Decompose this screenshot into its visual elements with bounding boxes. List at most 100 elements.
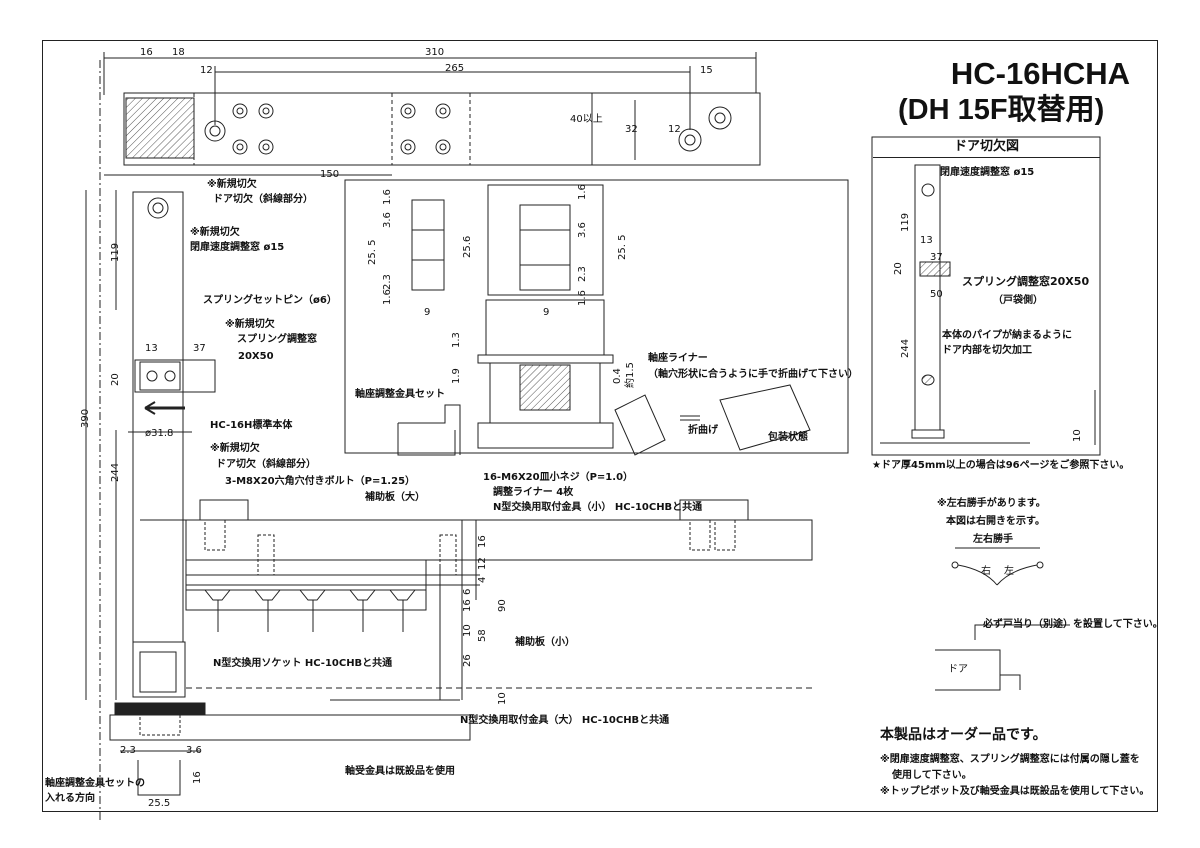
detail-liner: 軸座ライナー <box>648 353 708 364</box>
bottom-note-2: ※トップピボット及び軸受金具は既設品を使用して下さい。 <box>880 786 1150 797</box>
dim-265: 265 <box>445 63 465 74</box>
label-socket: N型交換用ソケット HC-10CHBと共通 <box>213 658 393 669</box>
detail-d15: 約1.5 <box>625 362 636 388</box>
detail-d255b: 25. 5 <box>617 234 628 260</box>
label-fit-small: N型交換用取付金具（小） HC-10CHBと共通 <box>493 502 703 513</box>
label-new-cut-1: ※新規切欠 <box>207 179 257 190</box>
dim-12b: 12 <box>668 124 681 135</box>
dim-12a: 12 <box>200 65 213 76</box>
detail-d23b: 2.3 <box>577 266 588 282</box>
dc-50: 50 <box>930 289 943 300</box>
label-plate-big: 補助板（大） <box>365 492 425 503</box>
model-subtitle: (DH 15F取替用) <box>898 94 1105 126</box>
socket <box>132 641 186 698</box>
dc-pipe-1: 本体のパイプが納まるように <box>942 330 1072 341</box>
dc-pipe-2: ドア内部を切欠加工 <box>942 345 1032 356</box>
dim-18: 18 <box>172 47 185 58</box>
stop-note: 必ず戸当り（別途）を設置して下さい。 <box>983 619 1163 630</box>
dim-244: 244 <box>110 462 121 482</box>
dim-390: 390 <box>80 408 91 428</box>
label-new-cut-4: ※新規切欠 <box>210 443 260 454</box>
dim-v10b: 10 <box>497 692 508 705</box>
hand-right: 右 <box>981 566 991 577</box>
detail-d23: 2.3 <box>382 274 393 290</box>
detail-d16a: 1.6 <box>382 189 393 205</box>
dim-36: 3.6 <box>186 745 202 756</box>
bottom-note-1b: 使用して下さい。 <box>892 770 972 781</box>
detail-d16c: 1.6 <box>577 184 588 200</box>
dim-v16: 16 <box>477 535 488 548</box>
label-direction-2: 入れる方向 <box>45 793 95 804</box>
dim-v4: 4 <box>477 576 488 583</box>
drawing-frame <box>42 40 1158 812</box>
door-cut-hatch <box>125 97 195 159</box>
fitting-big <box>109 714 471 741</box>
dc-speed-window: 閉扉速度調整窓 ø15 <box>940 167 1035 178</box>
detail-d13: 1.3 <box>451 332 462 348</box>
dc-119: 119 <box>900 212 911 232</box>
detail-box <box>344 179 849 454</box>
dim-v90: 90 <box>497 599 508 612</box>
label-direction-1: 軸座調整金具セットの <box>45 778 145 789</box>
dc-spring-window: スプリング調整窓20X50 <box>962 275 1090 288</box>
label-speed-window: 閉扉速度調整窓 ø15 <box>190 242 285 253</box>
label-spring-size: 20X50 <box>238 351 274 362</box>
dim-v12: 12 <box>477 557 488 570</box>
detail-d36: 3.6 <box>382 212 393 228</box>
dim-150: 150 <box>320 169 340 180</box>
detail-d36b: 3.6 <box>577 222 588 238</box>
hand-label: 左右勝手 <box>973 534 1013 545</box>
order-note: 本製品はオーダー品です。 <box>880 727 1047 743</box>
detail-packed: 包装状態 <box>768 432 808 443</box>
dim-40: 40以上 <box>570 114 603 125</box>
dc-244: 244 <box>900 338 911 358</box>
dim-20: 20 <box>110 373 121 386</box>
label-bearing: 軸受金具は既設品を使用 <box>345 766 455 777</box>
label-liner: 調整ライナー 4枚 <box>493 487 574 498</box>
dim-15: 15 <box>700 65 713 76</box>
detail-d04: 0.4 <box>612 368 623 384</box>
detail-d255: 25. 5 <box>367 239 378 265</box>
label-body: HC-16H標準本体 <box>210 420 293 431</box>
label-fit-big: N型交換用取付金具（大） HC-10CHBと共通 <box>460 715 670 726</box>
dc-10: 10 <box>1072 429 1083 442</box>
detail-d19: 1.9 <box>451 368 462 384</box>
dim-v10: 10 <box>462 624 473 637</box>
detail-liner-note: （軸穴形状に合うように手で折曲げて下さい） <box>648 369 858 380</box>
model-title: HC-16HCHA <box>950 56 1130 91</box>
detail-d16b: 1.6 <box>382 289 393 305</box>
label-door-cut-2: ドア切欠（斜線部分） <box>216 459 316 470</box>
dim-23: 2.3 <box>120 745 136 756</box>
dim-32: 32 <box>625 124 638 135</box>
dim-v6: 6 <box>462 588 473 595</box>
label-plate-small: 補助板（小） <box>515 637 575 648</box>
detail-fold: 折曲げ <box>688 425 718 436</box>
label-bolt: 3-M8X20六角穴付きボルト（P=1.25） <box>225 476 416 487</box>
bottom-note-1: ※閉扉速度調整窓、スプリング調整窓には付属の隠し蓋を <box>880 754 1140 765</box>
aux-plate-big <box>185 519 813 561</box>
label-spring-pin: スプリングセットピン（ø6） <box>203 295 337 306</box>
dim-16b: 16 <box>192 771 203 784</box>
detail-d9: 9 <box>424 307 431 318</box>
label-spring-window: スプリング調整窓 <box>237 334 317 345</box>
dc-pocket: （戸袋側） <box>993 295 1043 306</box>
detail-d16d: 1.6 <box>577 290 588 306</box>
dim-255: 25.5 <box>148 798 171 809</box>
dim-v26: 26 <box>462 654 473 667</box>
hand-left: 左 <box>1004 566 1014 577</box>
hand-note-2: 本図は右開きを示す。 <box>946 516 1045 527</box>
detail-set: 軸座調整金具セット <box>355 389 445 400</box>
dc-footnote: ★ドア厚45mm以上の場合は96ページをご参照下さい。 <box>872 460 1130 471</box>
dim-v58: 58 <box>477 629 488 642</box>
dim-16: 16 <box>140 47 153 58</box>
dim-v16c: 16 <box>462 599 473 612</box>
detail-d256: 25.6 <box>462 235 473 258</box>
dc-13: 13 <box>920 235 933 246</box>
label-new-cut-2: ※新規切欠 <box>190 227 240 238</box>
door-cut-heading: ドア切欠図 <box>873 137 1100 158</box>
hand-note-1: ※左右勝手があります。 <box>937 498 1046 509</box>
label-screw: 16-M6X20皿小ネジ（P=1.0） <box>483 472 634 483</box>
label-new-cut-3: ※新規切欠 <box>225 319 275 330</box>
stop-door: ドア <box>948 664 968 675</box>
